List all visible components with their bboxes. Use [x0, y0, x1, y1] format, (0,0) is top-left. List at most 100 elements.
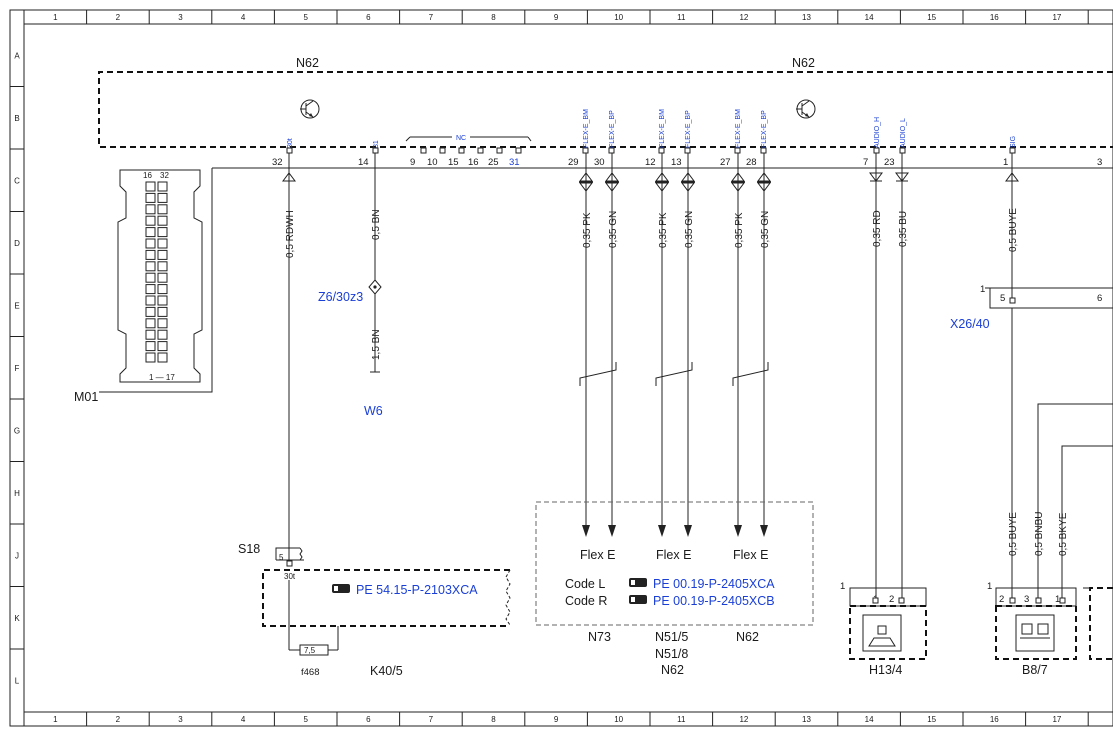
- pin-number: 1: [1003, 157, 1008, 168]
- column-number: 11: [677, 13, 686, 22]
- sig-wires: 0,5 BUYE 1 5 6 X26/40 0,5 BUYE 0,5 BNBU …: [950, 153, 1113, 598]
- m01-pin-cell: [145, 295, 156, 306]
- pin-number: 16: [468, 157, 479, 168]
- m01-pin-cell: [157, 306, 168, 317]
- wire-label: 0,5 RDWH: [285, 210, 296, 258]
- column-number: 17: [1052, 13, 1061, 22]
- n62-housing: N62 N62: [98, 56, 1113, 148]
- column-number: 8: [491, 715, 496, 724]
- pin-number: 12: [645, 157, 656, 168]
- column-number: 1: [53, 715, 58, 724]
- ref-link-code-l[interactable]: PE 00.19-P-2405XCA: [653, 577, 775, 591]
- flex-wire-down-arrow: [757, 182, 771, 192]
- pin-label-30t: 30t: [287, 138, 294, 148]
- z6-label: Z6/30z3: [318, 290, 363, 304]
- wire-label: 0,5 BN: [371, 209, 382, 240]
- row-letter: A: [14, 51, 20, 60]
- column-number: 11: [677, 715, 686, 724]
- pin-label-audio-h: AUDIO_H: [874, 117, 881, 148]
- ref-link-code-r[interactable]: PE 00.19-P-2405XCB: [653, 594, 775, 608]
- column-number: 10: [614, 13, 623, 22]
- pin-number: 6: [1097, 293, 1102, 304]
- pin-number: 28: [746, 157, 757, 168]
- code-l-label: Code L: [565, 577, 605, 591]
- wire-label: 1,5 BN: [371, 329, 382, 360]
- m01-pin-cell: [145, 272, 156, 283]
- pin-label-flex-bm: FLEX-E_BM: [735, 109, 742, 148]
- flex-wire-down-arrow: [655, 182, 669, 192]
- n62-label-left: N62: [296, 56, 319, 70]
- k40-relay-module: S18 5 30t 7,5 f468 K40/5 PE 54.15-P-2103…: [238, 542, 511, 678]
- m01-pin-cell: [157, 181, 168, 192]
- column-number: 3: [178, 715, 183, 724]
- wire-rdwh: 0,5 RDWH: [282, 153, 296, 560]
- column-number: 4: [241, 715, 246, 724]
- ref-link-k40[interactable]: PE 54.15-P-2103XCA: [356, 583, 478, 597]
- row-letter: D: [14, 239, 20, 248]
- m01-pin-cell: [145, 306, 156, 317]
- pin-number: 10: [427, 157, 438, 168]
- m01-label: M01: [74, 390, 98, 404]
- n62-bottom-label: N62: [661, 663, 684, 677]
- column-number: 12: [739, 13, 748, 22]
- pin-number: 1: [987, 581, 992, 592]
- n51-8-label: N51/8: [655, 647, 688, 661]
- flex-wire-end-arrow: [658, 525, 666, 537]
- m01-pin-cell: [145, 352, 156, 363]
- flex-wire-up-arrow: [655, 172, 669, 182]
- column-number: 17: [1052, 715, 1061, 724]
- flex-wire-up-arrow: [605, 172, 619, 182]
- row-letter: C: [14, 176, 20, 185]
- row-letter: G: [14, 426, 20, 435]
- pin-label-flex-bp: FLEX-E_BP: [609, 110, 616, 148]
- wire-label: 0,35 PK: [734, 212, 745, 248]
- n62-flex-label: N62: [736, 630, 759, 644]
- column-number: 13: [802, 13, 811, 22]
- pin-signal-labels: 30t 31 FLEX-E_BM FLEX-E_BP FLEX-E_BM FLE…: [287, 109, 1017, 148]
- m01-pin-16: 16: [143, 171, 152, 180]
- column-number: 14: [865, 715, 874, 724]
- pin-label-flex-bp: FLEX-E_BP: [761, 110, 768, 148]
- w6-label: W6: [364, 404, 383, 418]
- column-number: 6: [366, 13, 371, 22]
- flex-wire-up-arrow: [757, 172, 771, 182]
- f468-label: f468: [301, 667, 320, 678]
- pin-label-sig: SIG: [1010, 136, 1017, 148]
- pin-number: 25: [488, 157, 499, 168]
- column-number: 9: [554, 715, 559, 724]
- m01-pin-cell: [145, 238, 156, 249]
- m01-pin-cell: [157, 341, 168, 352]
- pin-number: 15: [448, 157, 459, 168]
- pin-number: 1: [1055, 594, 1060, 605]
- m01-pin-range: 1 — 17: [149, 373, 175, 382]
- wire-label: 0,35 PK: [582, 212, 593, 248]
- flex-wire-down-arrow: [681, 182, 695, 192]
- row-letter: L: [15, 676, 20, 685]
- m01-pin-cell: [157, 284, 168, 295]
- m01-pin-cell: [157, 272, 168, 283]
- column-number: 12: [739, 715, 748, 724]
- column-number: 3: [178, 13, 183, 22]
- nc-bracket: NC 31: [405, 132, 532, 168]
- pin-number: 7: [863, 157, 868, 168]
- m01-pin-cell: [145, 318, 156, 329]
- code-r-label: Code R: [565, 594, 607, 608]
- m01-pin-cell: [145, 227, 156, 238]
- column-number: 16: [990, 13, 999, 22]
- wire-label: 0,35 GN: [608, 211, 619, 248]
- m01-pin-cell: [157, 215, 168, 226]
- flex-wire-end-arrow: [734, 525, 742, 537]
- b8-label: B8/7: [1022, 663, 1048, 677]
- pin-number: 2: [889, 594, 894, 605]
- column-number: 8: [491, 13, 496, 22]
- m01-pin-cell: [157, 261, 168, 272]
- pin-31b-label: 31: [509, 157, 520, 168]
- column-number: 5: [303, 13, 308, 22]
- pin-label-audio-l: AUDIO_L: [900, 118, 907, 148]
- row-letter: K: [14, 614, 20, 623]
- wire-bn: 0,5 BN 1,5 BN Z6/30z3 W6: [318, 153, 383, 418]
- h13-speaker: 1 1 2 H13/4: [840, 581, 927, 677]
- n51-5-label: N51/5: [655, 630, 688, 644]
- n62-label-right: N62: [792, 56, 815, 70]
